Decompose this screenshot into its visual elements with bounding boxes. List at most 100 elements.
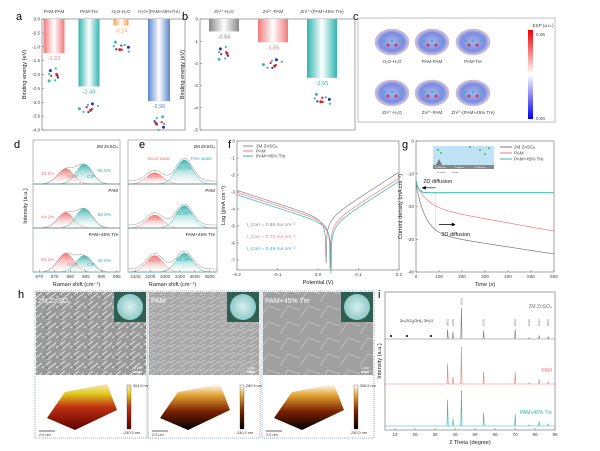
atom xyxy=(113,40,117,44)
afm-colorbar xyxy=(239,384,245,430)
plot-layer: 0.0-0.5-1.0-1.5-2.0-2.5-3.0-3.5-4.0Bindi… xyxy=(22,9,558,446)
value-label: -0.56 xyxy=(218,34,231,40)
y-axis-label: Log (j/mA cm⁻²) xyxy=(221,186,227,225)
atom xyxy=(162,125,166,129)
molecule-structure-icon xyxy=(313,92,331,105)
atom xyxy=(386,43,390,47)
legend-label: PAM xyxy=(514,151,524,156)
atom xyxy=(86,103,90,106)
atom xyxy=(422,90,426,94)
envelope-curve xyxy=(128,203,217,226)
value-label: -1.05 xyxy=(267,45,280,51)
x-tick-label: 3100 xyxy=(130,274,141,279)
atom xyxy=(438,90,442,94)
atom xyxy=(321,100,324,103)
y-tick-label: -40 xyxy=(407,270,414,275)
x-tick-label: 100 xyxy=(435,274,443,279)
molecule-structure-icon xyxy=(153,115,166,131)
hkl-label: (103) xyxy=(513,319,517,326)
y-tick-label: -1.5 xyxy=(32,58,40,63)
zn-ion-dot xyxy=(488,147,490,149)
y-tick-label: -3.0 xyxy=(32,100,40,105)
atom xyxy=(319,100,323,104)
atom xyxy=(471,39,475,43)
x-tick-label: 980 xyxy=(66,274,74,279)
afm-3d-surface xyxy=(47,384,117,430)
subplot-title: 2M ZnSO₄ xyxy=(96,144,118,149)
y-tick-label: 0 xyxy=(411,139,414,144)
esp-structure-label: Zn²⁺-PAM xyxy=(422,110,443,115)
x-tick-label: 50 xyxy=(472,432,478,437)
hkl-label: (101) xyxy=(459,298,463,305)
molecule-structure-icon xyxy=(217,45,230,61)
x-tick-label: 0 xyxy=(415,274,418,279)
sem-title: 2M ZnSO₄ xyxy=(38,298,71,305)
y-tick-label: -0.5 xyxy=(32,30,40,35)
inset-label: Zn Anode xyxy=(455,166,464,169)
y-tick-label: -20 xyxy=(407,204,414,209)
afm-scale-label: 2.0 um xyxy=(152,433,164,437)
envelope-curve xyxy=(128,250,217,270)
inset-legend-label: Zn ion xyxy=(452,172,459,174)
inset-legend-label: Zn atom xyxy=(437,171,445,174)
atom xyxy=(426,43,430,47)
y-tick-label: -4 xyxy=(231,207,236,212)
atom xyxy=(321,96,324,99)
atom xyxy=(56,76,60,79)
atom xyxy=(463,90,467,94)
atom xyxy=(280,60,284,63)
plot-frame xyxy=(384,291,556,431)
atom xyxy=(155,123,159,126)
atom xyxy=(430,39,434,43)
subplot-title: 2M ZnSO₄ xyxy=(193,144,215,149)
subplot-title: PAM xyxy=(205,188,215,193)
y-tick-label: -4.0 xyxy=(32,128,40,133)
x-tick-label: 20 xyxy=(412,432,418,437)
atom xyxy=(463,39,467,43)
y-tick-label: -1 xyxy=(194,39,199,44)
arrow-right-icon xyxy=(439,222,456,227)
x-tick-label: 200 xyxy=(458,274,466,279)
panel-label-c: c xyxy=(353,11,359,23)
atom xyxy=(157,128,160,131)
molecule-structure-icon xyxy=(261,58,284,70)
x-tick-label: 3200 xyxy=(145,274,156,279)
atom xyxy=(48,72,51,75)
atom xyxy=(475,94,479,98)
annotation-3d-diffusion: 3D diffusion xyxy=(441,232,470,238)
bar xyxy=(209,19,239,32)
percent-label: 53.2% xyxy=(41,257,55,263)
percent-label: 44.2% xyxy=(41,215,55,221)
atom xyxy=(271,66,274,70)
atom xyxy=(274,63,277,67)
category-label: PAM-Tre xyxy=(80,9,98,14)
atom xyxy=(55,72,58,75)
sem-title: PAM+45% Tre xyxy=(265,298,310,305)
percent-label: 53.18% xyxy=(176,257,193,263)
percent-label: 56.5% xyxy=(97,168,111,174)
afm-3d-surface xyxy=(274,384,344,430)
xrd-pattern xyxy=(385,346,555,385)
molecule-structure-icon xyxy=(77,102,100,114)
corrosion-current-label: I_Corr = 0.72 mA cm⁻² xyxy=(247,234,296,240)
y-tick-label: -1 xyxy=(231,156,236,161)
atom xyxy=(225,51,228,54)
esp-colorbar xyxy=(528,30,533,119)
value-label: -0.24 xyxy=(115,29,128,35)
x-axis-label: 2 Theta (degree) xyxy=(449,440,491,446)
esp-structure-label: PAM-PAM xyxy=(422,59,443,64)
y-tick-label: -2 xyxy=(231,173,236,178)
atom xyxy=(126,45,130,49)
afm-scale-label: 2.0 um xyxy=(39,433,51,437)
current-curve xyxy=(415,183,555,255)
x-tick-label: 300 xyxy=(481,274,489,279)
atom xyxy=(382,90,386,94)
atom xyxy=(382,39,386,43)
atom xyxy=(398,39,402,43)
esp-structure-label: H₂O-H₂O xyxy=(383,59,402,64)
peak-name-label: Bond water xyxy=(148,156,171,161)
x-tick-label: -0.1 xyxy=(274,272,282,277)
tafel-curve xyxy=(236,171,400,264)
legend-label: 2M ZnSO₄ xyxy=(256,144,278,149)
subplot-title: PAM+45% Tre xyxy=(186,232,216,237)
